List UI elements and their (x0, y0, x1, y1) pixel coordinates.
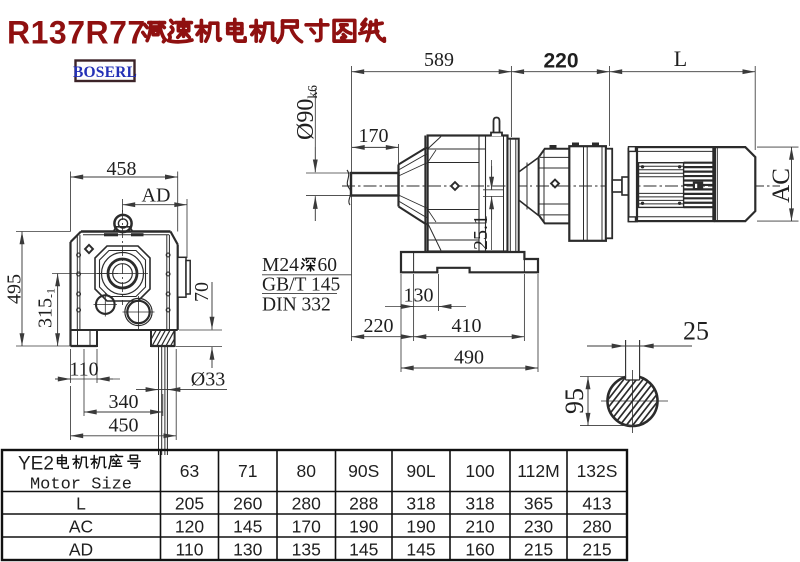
svg-text:120: 120 (175, 516, 204, 536)
svg-text:170: 170 (359, 125, 389, 147)
svg-text:Motor Size: Motor Size (30, 476, 132, 495)
svg-text:280: 280 (582, 516, 611, 536)
svg-text:145: 145 (233, 516, 262, 536)
svg-text:220: 220 (543, 50, 578, 73)
svg-text:25: 25 (683, 317, 709, 346)
svg-text:318: 318 (465, 493, 494, 513)
svg-text:280: 280 (292, 493, 321, 513)
svg-text:410: 410 (452, 315, 482, 337)
svg-text:M24: M24 (262, 255, 299, 276)
svg-text:210: 210 (465, 516, 494, 536)
svg-text:132S: 132S (577, 461, 618, 481)
svg-text:190: 190 (406, 516, 435, 536)
svg-text:340: 340 (109, 391, 139, 413)
svg-text:130: 130 (404, 285, 434, 307)
svg-text:112M: 112M (517, 461, 559, 481)
svg-text:95: 95 (560, 388, 589, 414)
svg-text:AD: AD (69, 539, 93, 559)
svg-text:63: 63 (180, 461, 199, 481)
svg-text:R137R77: R137R77 (7, 15, 146, 51)
svg-text:AC: AC (69, 516, 93, 536)
svg-text:AD: AD (142, 185, 171, 207)
svg-text:70: 70 (191, 282, 213, 302)
svg-text:160: 160 (465, 539, 494, 559)
svg-text:25.1: 25.1 (470, 215, 492, 250)
svg-text:318: 318 (406, 493, 435, 513)
svg-text:80: 80 (297, 461, 317, 481)
svg-text:BOSERL: BOSERL (73, 64, 137, 81)
svg-text:413: 413 (582, 493, 611, 513)
svg-text:L: L (674, 46, 687, 71)
svg-text:Ø33: Ø33 (191, 369, 225, 391)
svg-text:215: 215 (524, 539, 553, 559)
svg-text:DIN 332: DIN 332 (262, 295, 331, 316)
svg-text:589: 589 (424, 49, 454, 71)
svg-text:205: 205 (175, 493, 204, 513)
svg-text:145: 145 (406, 539, 435, 559)
svg-text:135: 135 (292, 539, 321, 559)
svg-text:130: 130 (233, 539, 262, 559)
svg-text:230: 230 (524, 516, 553, 536)
svg-text:458: 458 (107, 158, 137, 180)
svg-text:190: 190 (349, 516, 378, 536)
svg-text:145: 145 (349, 539, 378, 559)
svg-text:495: 495 (4, 274, 26, 304)
svg-text:AC: AC (768, 168, 795, 203)
svg-text:288: 288 (349, 493, 378, 513)
svg-text:365: 365 (524, 493, 553, 513)
svg-text:90L: 90L (406, 461, 435, 481)
svg-text:110: 110 (176, 539, 204, 559)
svg-text:L: L (76, 493, 86, 513)
svg-text:170: 170 (292, 516, 321, 536)
svg-text:220: 220 (364, 315, 394, 337)
svg-text:90S: 90S (348, 461, 379, 481)
svg-text:GB/T 145: GB/T 145 (262, 275, 340, 296)
svg-text:215: 215 (582, 539, 611, 559)
svg-text:100: 100 (465, 461, 494, 481)
svg-text:YE2: YE2 (18, 454, 54, 475)
svg-text:71: 71 (238, 461, 257, 481)
svg-text:450: 450 (109, 415, 139, 437)
svg-text:260: 260 (233, 493, 262, 513)
svg-text:490: 490 (454, 347, 484, 369)
svg-text:60: 60 (318, 255, 338, 276)
